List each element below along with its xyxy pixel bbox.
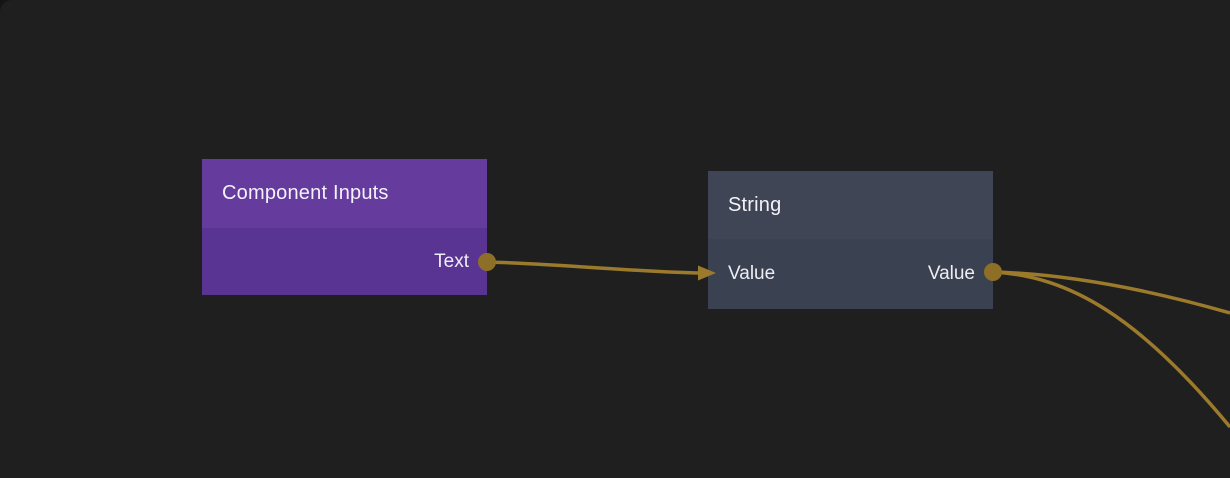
output-port-label-text: Text [434,250,469,272]
wire-string-to-offscreen-upper[interactable] [992,270,1230,315]
input-port-label-value: Value [728,263,776,284]
node-string[interactable]: String Value Value [708,171,993,309]
node-string-title: String [728,193,782,216]
wire-componentinputs-to-string[interactable] [486,260,700,275]
node-component-inputs-title: Component Inputs [222,182,389,204]
node-component-inputs-body[interactable]: Text [202,228,487,295]
node-string-header[interactable]: String [708,171,993,239]
node-string-body[interactable]: Value Value [708,239,993,309]
wire-string-to-offscreen-lower[interactable] [992,270,1230,429]
node-component-inputs[interactable]: Component Inputs Text [202,159,487,295]
node-component-inputs-header[interactable]: Component Inputs [202,159,487,228]
output-port-text[interactable] [478,253,496,271]
output-port-value[interactable] [984,263,1002,281]
output-port-label-value: Value [927,263,975,284]
